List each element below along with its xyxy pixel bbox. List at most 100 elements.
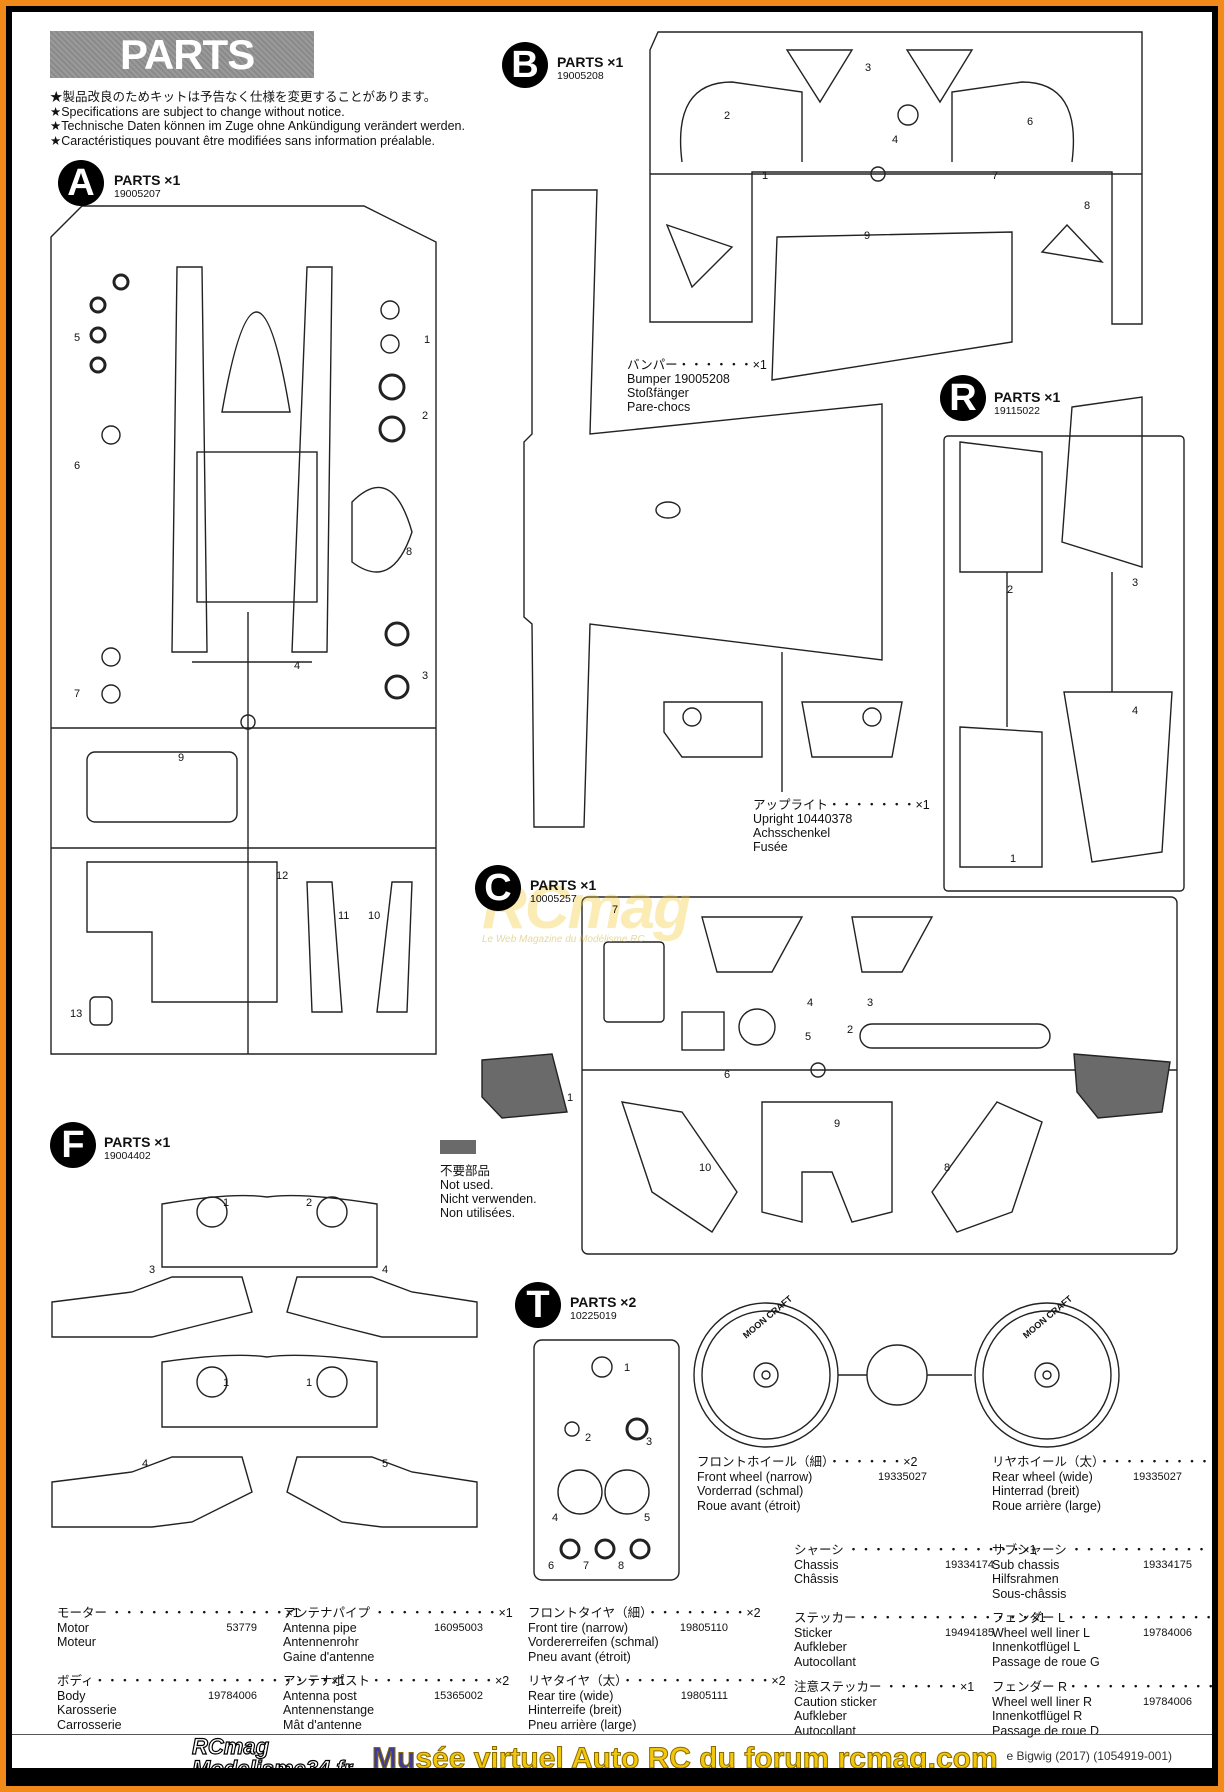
bumper-en: Bumper 19005208 xyxy=(627,372,730,386)
logo-line-1: RCmag xyxy=(191,1734,270,1759)
part-num: 16095003 xyxy=(434,1621,483,1634)
note-en: ★Specifications are subject to change wi… xyxy=(50,104,345,119)
part-number-f: 1 xyxy=(223,1197,230,1209)
part-number-c: 9 xyxy=(834,1118,841,1130)
sprue-a-title: PARTS ×1 xyxy=(114,172,181,188)
sprue-b-title: PARTS ×1 xyxy=(557,54,624,70)
sprue-t-badge: T xyxy=(515,1282,561,1328)
part-number-b: 1 xyxy=(762,170,769,182)
part-number-a: 5 xyxy=(74,332,81,344)
part-number-a: 1 xyxy=(424,334,431,346)
part-de: Châssis xyxy=(794,1572,839,1586)
copyright: e Bigwig (2017) (1054919-001) xyxy=(1006,1749,1172,1763)
sprue-f-badge: F xyxy=(50,1122,96,1168)
part-number-a: 11 xyxy=(338,910,350,922)
parts-list-item: サブシャーシ ・・・・・・・・・・・・・×1Sub chassis1933417… xyxy=(992,1543,1212,1601)
part-number-c: 3 xyxy=(867,997,874,1009)
part-number-t: 8 xyxy=(618,1560,625,1572)
part-number-b: 2 xyxy=(724,110,731,122)
front-wheel-de: Vorderrad (schmal) xyxy=(697,1484,804,1498)
part-number-a: 13 xyxy=(70,1008,83,1020)
part-number-f: 2 xyxy=(306,1197,313,1209)
sprue-c-number: 10005257 xyxy=(530,893,577,905)
part-de: Aufkleber xyxy=(794,1640,847,1654)
part-jp: フェンダー R・・・・・・・・・・・・・・×1 xyxy=(992,1680,1212,1694)
part-number-b: 8 xyxy=(1084,200,1091,212)
part-en: Antenna pipe xyxy=(283,1620,357,1635)
part-number-f: 1 xyxy=(223,1377,230,1389)
front-wheel-num: 19335027 xyxy=(878,1470,927,1483)
part-jp: サブシャーシ ・・・・・・・・・・・・・×1 xyxy=(992,1543,1212,1557)
parts-drawings xyxy=(50,31,1185,1581)
part-en: Chassis xyxy=(794,1557,839,1572)
part-en: Rear tire (wide) xyxy=(528,1688,614,1703)
part-number-r: 4 xyxy=(1132,705,1139,717)
front-wheel-fr: Roue avant (étroit) xyxy=(697,1498,801,1513)
rear-wheel-drawing xyxy=(974,1302,1120,1448)
part-jp: モーター ・・・・・・・・・・・・・・×1 xyxy=(57,1606,300,1620)
part-jp: フェンダー L・・・・・・・・・・・・・・×1 xyxy=(992,1611,1212,1625)
part-de: Antennenstange xyxy=(283,1703,375,1717)
part-number-t: 2 xyxy=(585,1432,592,1444)
watermark-text: Musée virtuel Auto RC du forum rcmag.com xyxy=(371,1742,998,1769)
part-fr: Pneu avant (étroit) xyxy=(528,1649,631,1664)
not-used-jp: 不要部品 xyxy=(440,1164,491,1178)
part-en: Antenna post xyxy=(283,1688,357,1703)
upright-en: Upright 10440378 xyxy=(753,812,853,826)
part-number-r: 1 xyxy=(1010,853,1017,865)
part-number-c: 7 xyxy=(612,904,619,916)
rear-wheel-en: Rear wheel (wide) xyxy=(992,1469,1093,1484)
part-de: Antennenrohr xyxy=(283,1635,359,1649)
part-number-t: 5 xyxy=(644,1512,651,1524)
part-number-a: 10 xyxy=(368,910,381,922)
part-jp: アンテナパイプ ・・・・・・・・・・×1 xyxy=(283,1606,513,1620)
part-en: Sub chassis xyxy=(992,1557,1060,1572)
part-de: Moteur xyxy=(57,1635,96,1649)
part-en: Motor xyxy=(57,1620,89,1635)
sprue-a-badge: A xyxy=(58,160,104,206)
sprue-f-title: PARTS ×1 xyxy=(104,1134,171,1150)
part-number-b: 4 xyxy=(892,134,899,146)
part-jp: アンテナポスト・・・・・・・・・・×2 xyxy=(283,1674,510,1688)
part-number-a: 6 xyxy=(74,460,81,472)
part-number-a: 2 xyxy=(422,410,429,422)
part-fr: Gaine d'antenne xyxy=(283,1649,375,1664)
part-number-t: 1 xyxy=(624,1362,631,1374)
bumper-jp: バンパー・・・・・・×1 xyxy=(627,358,767,372)
part-de: Vordererreifen (schmal) xyxy=(528,1635,659,1649)
part-number-b: 3 xyxy=(865,62,872,74)
part-number-c: 10 xyxy=(699,1162,712,1174)
part-fr: Autocollant xyxy=(794,1654,856,1669)
not-used-fr: Non utilisées. xyxy=(440,1206,516,1220)
sprue-a-frame xyxy=(50,205,437,1055)
part-number-c: 4 xyxy=(807,997,814,1009)
parts-page: RCmag Le Web Magazine du Modélisme RC PA… xyxy=(12,12,1212,1768)
part-en: Sticker xyxy=(794,1625,833,1640)
part-jp: フロントタイヤ（細）・・・・・・・・×2 xyxy=(528,1606,761,1620)
center-watermark-sub: Le Web Magazine du Modélisme RC xyxy=(482,934,645,945)
front-wheel-en: Front wheel (narrow) xyxy=(697,1469,813,1484)
sprue-a-number: 19005207 xyxy=(114,188,161,200)
sprue-t-title: PARTS ×2 xyxy=(570,1294,637,1310)
rear-wheel-fr: Roue arrière (large) xyxy=(992,1498,1102,1513)
bumper-part xyxy=(523,189,883,828)
part-jp: シャーシ ・・・・・・・・・・・・・・×1 xyxy=(794,1543,1037,1557)
logo-line-2: Modelisme34.fr xyxy=(191,1757,352,1768)
rear-wheel-num: 19335027 xyxy=(1133,1470,1182,1483)
sprue-c-frame xyxy=(581,896,1178,1255)
part-fr: Mât d'antenne xyxy=(283,1717,362,1732)
part-number-b: 9 xyxy=(864,230,871,242)
part-en: Body xyxy=(57,1688,86,1703)
part-de: Innenkotflügel R xyxy=(992,1709,1083,1723)
bumper-de: Stoßfänger xyxy=(627,386,689,400)
part-number-a: 3 xyxy=(422,670,429,682)
part-jp: 注意ステッカー ・・・・・・×1 xyxy=(794,1680,975,1694)
